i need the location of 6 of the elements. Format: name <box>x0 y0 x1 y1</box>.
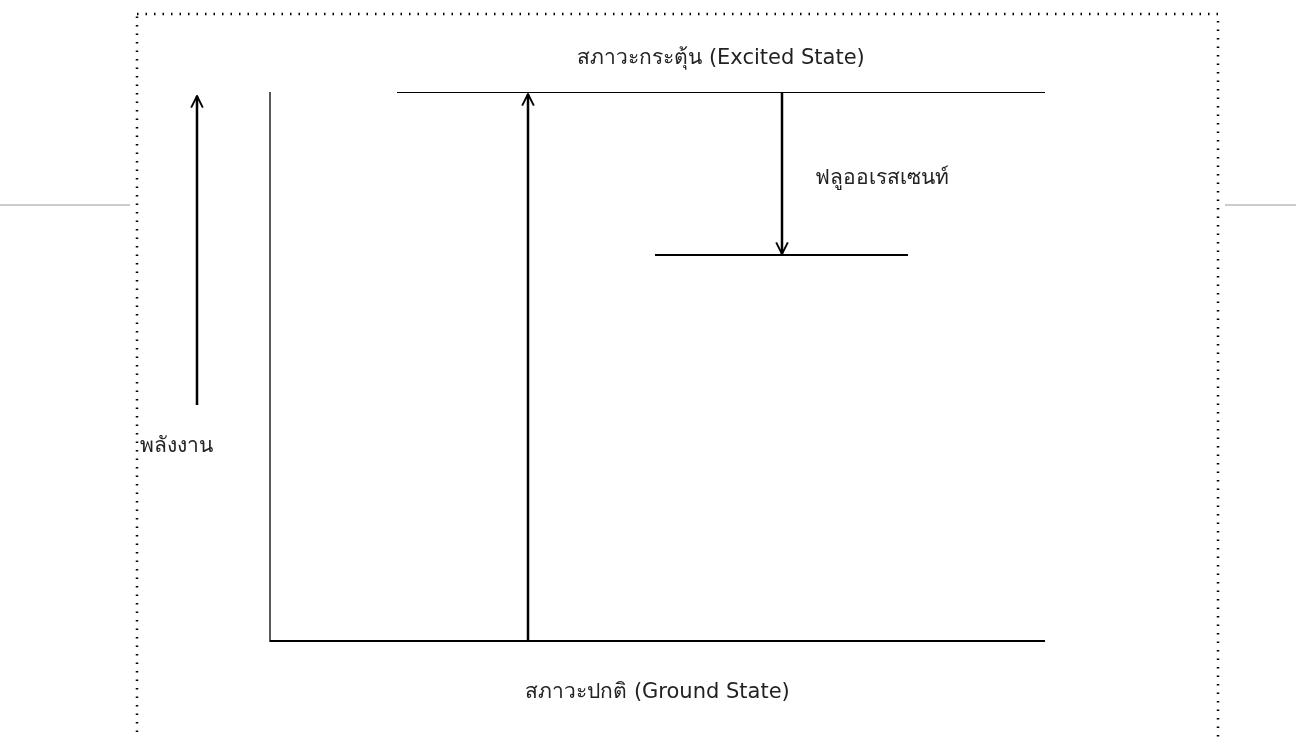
energy-level-line <box>655 254 908 256</box>
state-label: สภาวะกระตุ้น (Excited State) <box>576 44 866 72</box>
arrow <box>521 93 535 640</box>
axis-label: พลังงาน <box>140 432 213 459</box>
arrow <box>775 93 789 255</box>
state-label: สภาวะปกติ (Ground State) <box>524 678 791 705</box>
